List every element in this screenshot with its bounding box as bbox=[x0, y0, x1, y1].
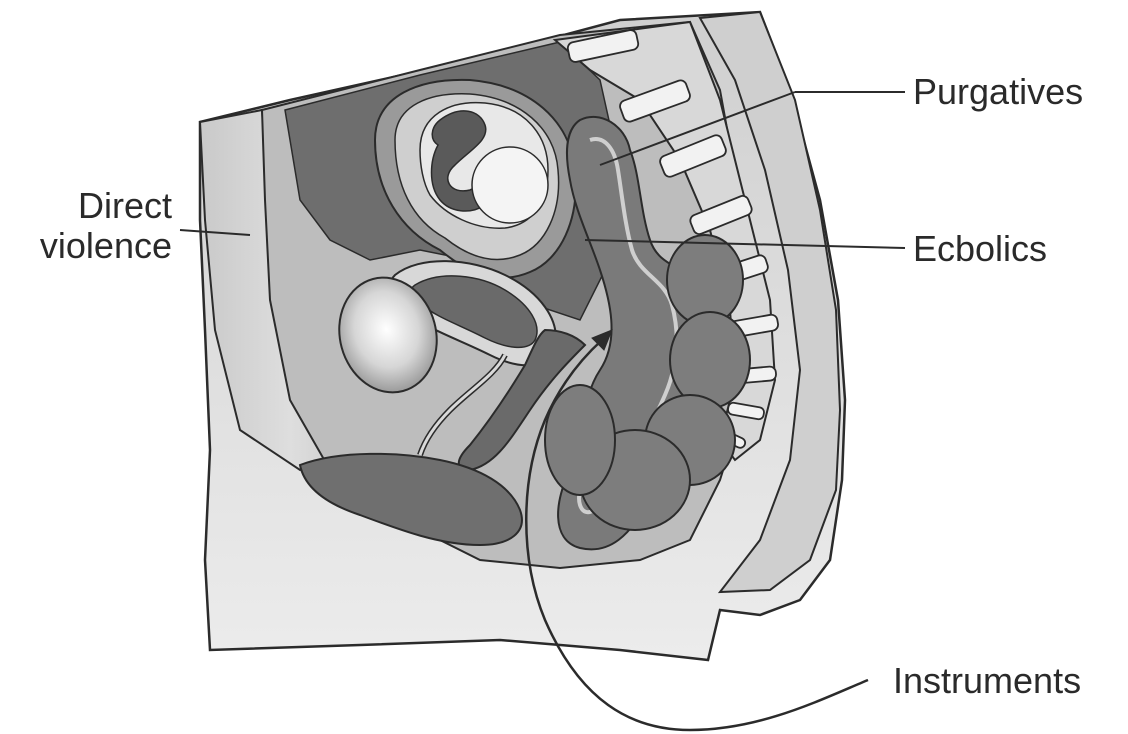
label-direct-violence: Direct violence bbox=[26, 186, 172, 266]
label-ecbolics: Ecbolics bbox=[913, 229, 1047, 269]
label-direct-violence-line2: violence bbox=[26, 226, 172, 266]
label-purgatives: Purgatives bbox=[913, 72, 1083, 112]
label-instruments: Instruments bbox=[893, 661, 1081, 701]
label-direct-violence-line1: Direct bbox=[26, 186, 172, 226]
fetus-head bbox=[472, 147, 548, 223]
